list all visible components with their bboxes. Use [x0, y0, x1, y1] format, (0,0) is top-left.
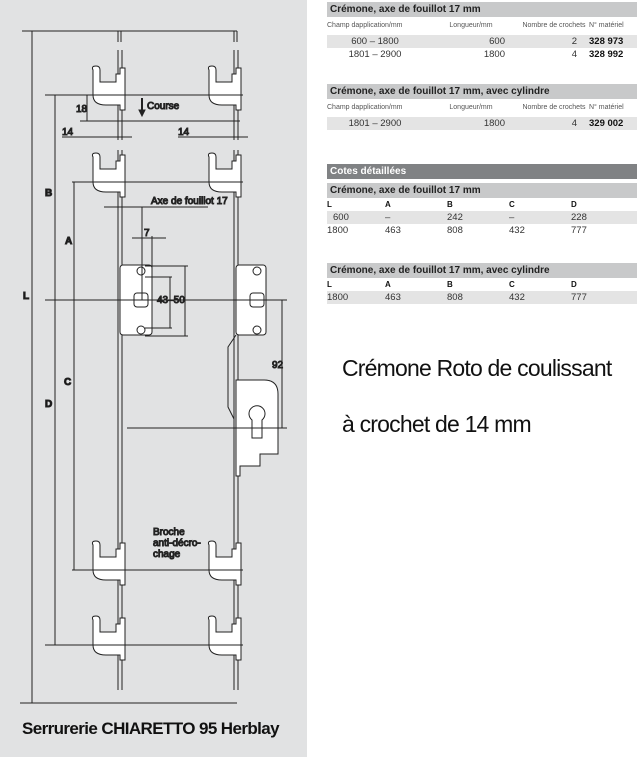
table-title: Crémone, axe de fouillot 17 mm, avec cyl…: [327, 84, 637, 99]
table-cell: 1800: [483, 118, 505, 129]
product-title-line2: à crochet de 14 mm: [342, 411, 532, 437]
dim-18: 18: [76, 104, 88, 115]
table-row: 1801 – 2900 1800 4 328 992: [327, 48, 637, 61]
table-row: 600 – 1800 600 2 328 973: [327, 35, 637, 48]
table-cell: D: [571, 199, 577, 209]
table-cell: 463: [385, 225, 401, 236]
col-longueur: Longueur/mm: [449, 22, 493, 29]
dim-43-50: 43–50: [157, 295, 185, 306]
dim-14-right: 14: [178, 127, 190, 138]
table-cremone: Crémone, axe de fouillot 17 mm Champ dap…: [327, 2, 637, 61]
table-row: 1801 – 2900 1800 4 329 002: [327, 117, 637, 130]
hook-icon: [91, 152, 126, 198]
table-cell: –: [385, 212, 391, 223]
table-cell: 228: [571, 212, 587, 223]
table-cell: 242: [447, 212, 463, 223]
table-title: Crémone, axe de fouillot 17 mm: [327, 183, 637, 198]
table-cell: N° matériel: [589, 104, 624, 111]
table-cell: 808: [447, 225, 463, 236]
table-cell: 600: [489, 36, 505, 47]
table-cell: 463: [385, 292, 401, 303]
dim-92: 92: [272, 360, 284, 371]
right-rod: [233, 31, 239, 690]
table-cell: Champ dapplication/mm: [327, 104, 403, 111]
dim-L: L: [23, 291, 29, 302]
table-cell: A: [385, 199, 391, 209]
broche-label-1: Broche: [153, 527, 185, 538]
table-cell: 1800: [327, 225, 349, 236]
table-cell: C: [509, 199, 515, 209]
table-cell: 777: [571, 225, 587, 236]
hook-icon: [207, 615, 242, 661]
table-cell: 2: [571, 36, 577, 47]
cremone-diagram: Course 18 14 14 Axe de fouillot 17 7 43–…: [20, 30, 287, 704]
table-cotes-cylindre: Crémone, axe de fouillot 17 mm, avec cyl…: [327, 263, 637, 304]
dim-14-left: 14: [62, 127, 74, 138]
section-title: Cotes détaillées: [327, 164, 637, 179]
col-materiel: N° matériel: [589, 22, 624, 29]
table-cell: A: [385, 279, 391, 289]
broche-label-2: anti-décro-: [153, 538, 201, 549]
table-header: Champ dapplication/mm Longueur/mm Nombre…: [327, 17, 637, 35]
table-cell: –: [509, 212, 515, 223]
hook-icon: [91, 65, 126, 111]
hook-icon: [207, 152, 242, 198]
table-cell: Longueur/mm: [449, 104, 493, 111]
table-cell: 1801 – 2900: [348, 49, 402, 60]
left-rod: [117, 31, 123, 690]
dim-A: A: [65, 236, 72, 247]
table-cell: 1800: [327, 292, 349, 303]
table-cell: D: [571, 279, 577, 289]
table-cell: 600: [333, 212, 349, 223]
footer-title: Serrurerie CHIARETTO 95 Herblay: [22, 719, 280, 738]
table-cell: C: [509, 279, 515, 289]
hooks: [91, 65, 242, 661]
table-cell: 432: [509, 225, 525, 236]
broche-label-3: chage: [153, 549, 181, 560]
dim-7: 7: [144, 228, 150, 239]
table-cell: 777: [571, 292, 587, 303]
table-header: Champ dapplication/mm Longueur/mm Nombre d…: [327, 99, 637, 117]
hook-icon: [91, 615, 126, 661]
table-cell: B: [447, 279, 453, 289]
table-cell: 808: [447, 292, 463, 303]
table-cell: 4: [571, 49, 577, 60]
table-row: 1800 463 808 432 777: [327, 291, 637, 304]
table-cell: 4: [571, 118, 577, 129]
table-cell: 328 973: [589, 36, 624, 47]
table-cell: Nombre de crochets: [522, 104, 586, 111]
table-cell: 432: [509, 292, 525, 303]
table-title: Crémone, axe de fouillot 17 mm, avec cyl…: [327, 263, 637, 278]
table-title: Crémone, axe de fouillot 17 mm: [327, 2, 637, 17]
table-cell: B: [447, 199, 453, 209]
dim-C: C: [64, 377, 71, 388]
hook-icon: [207, 65, 242, 111]
hook-icon: [207, 540, 242, 586]
table-cell: L: [327, 199, 332, 209]
table-cell: 1801 – 2900: [348, 118, 402, 129]
course-label: Course: [147, 101, 180, 112]
col-crochets: Nombre de crochets: [522, 22, 586, 29]
col-champ: Champ dapplication/mm: [327, 22, 403, 29]
dim-B: B: [45, 188, 52, 199]
table-cell: 329 002: [589, 118, 624, 129]
table-cremone-cylindre: Crémone, axe de fouillot 17 mm, avec cyl…: [327, 84, 637, 130]
product-title-line1: Crémone Roto de coulissant: [342, 355, 612, 381]
dim-D: D: [45, 399, 52, 410]
table-cell: 600 – 1800: [351, 36, 399, 47]
table-row: 1800 463 808 432 777: [327, 224, 637, 237]
technical-drawing: Course 18 14 14 Axe de fouillot 17 7 43–…: [0, 0, 307, 757]
table-cell: 328 992: [589, 49, 624, 60]
table-row: 600 – 242 – 228: [327, 211, 637, 224]
axe-fouillot-label: Axe de fouillot 17: [151, 196, 228, 207]
product-title: Crémone Roto de coulissant à crochet de …: [342, 340, 632, 452]
hook-icon: [91, 540, 126, 586]
arrow-down-icon: [138, 109, 146, 118]
table-cell: 1800: [483, 49, 505, 60]
table-cell: L: [327, 279, 332, 289]
lock-right: [227, 264, 279, 477]
table-cotes: Cotes détaillées Crémone, axe de fouillo…: [327, 164, 637, 237]
